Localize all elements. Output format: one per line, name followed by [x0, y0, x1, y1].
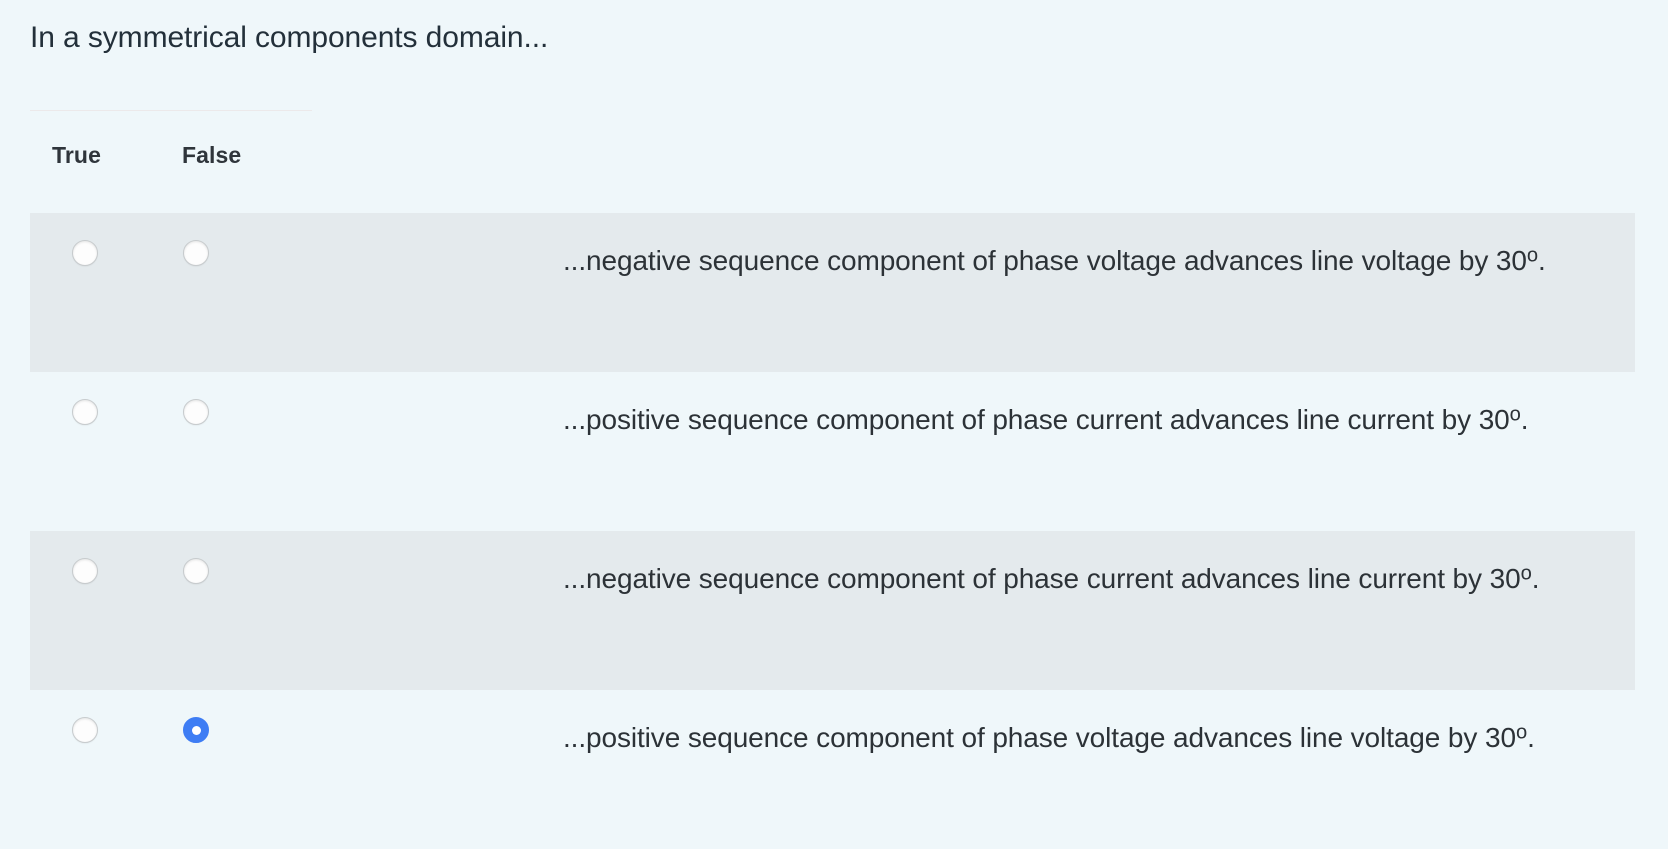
- degree-symbol: o: [1526, 244, 1538, 267]
- radio-cell-false: [140, 213, 280, 372]
- radio-cell-true: [30, 690, 140, 849]
- header-divider: [30, 110, 312, 111]
- option-row: ...positive sequence component of phase …: [30, 372, 1635, 531]
- radio-false-option-2[interactable]: [183, 399, 209, 425]
- option-text: ...negative sequence component of phase …: [563, 562, 1540, 594]
- option-row: ...negative sequence component of phase …: [30, 213, 1635, 372]
- radio-true-option-3[interactable]: [72, 558, 98, 584]
- radio-false-option-3[interactable]: [183, 558, 209, 584]
- radio-false-option-4[interactable]: [183, 717, 209, 743]
- question-stem: In a symmetrical components domain...: [30, 21, 549, 54]
- degree-symbol: o: [1509, 403, 1521, 426]
- option-text: ...positive sequence component of phase …: [563, 403, 1529, 435]
- options-list: ...negative sequence component of phase …: [30, 213, 1635, 849]
- degree-symbol: o: [1515, 721, 1528, 744]
- option-row: ...negative sequence component of phase …: [30, 531, 1635, 690]
- degree-symbol: o: [1520, 562, 1532, 585]
- column-headers: True False: [30, 133, 630, 177]
- option-text: ...positive sequence component of phase …: [563, 721, 1535, 753]
- radio-cell-false: [140, 690, 280, 849]
- radio-false-option-1[interactable]: [183, 240, 209, 266]
- radio-cell-true: [30, 213, 140, 372]
- radio-cell-false: [140, 531, 280, 690]
- radio-cell-false: [140, 372, 280, 531]
- radio-true-option-1[interactable]: [72, 240, 98, 266]
- option-text: ...negative sequence component of phase …: [563, 244, 1546, 276]
- option-row: ...positive sequence component of phase …: [30, 690, 1635, 849]
- column-header-true: True: [52, 142, 101, 168]
- radio-cell-true: [30, 372, 140, 531]
- column-header-false: False: [182, 142, 242, 168]
- radio-true-option-4[interactable]: [72, 717, 98, 743]
- radio-true-option-2[interactable]: [72, 399, 98, 425]
- radio-cell-true: [30, 531, 140, 690]
